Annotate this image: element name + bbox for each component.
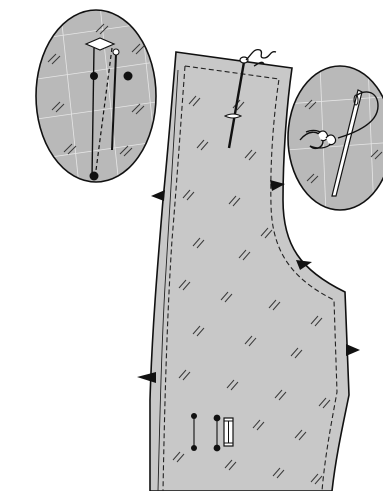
buttonhole-marker (224, 418, 233, 446)
dot-marker (214, 415, 221, 422)
dot-marker (214, 445, 221, 452)
tailor-tack-detail-magnifier (286, 64, 383, 214)
notch-side (346, 344, 360, 356)
dot-marker (124, 72, 133, 81)
notch-left-lower (137, 372, 156, 383)
notch-left-upper (151, 190, 165, 201)
dot-marker (90, 72, 98, 80)
dart-detail-magnifier (30, 5, 170, 195)
dot-marker (191, 445, 197, 451)
dot-marker (191, 413, 197, 419)
dot-marker (90, 172, 99, 181)
